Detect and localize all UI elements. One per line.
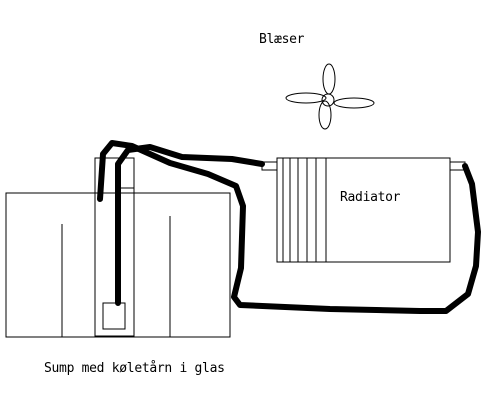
radiator-body <box>276 157 451 263</box>
return-hose <box>97 140 481 314</box>
fan-label: Blæser <box>259 32 305 47</box>
hoses <box>97 140 481 314</box>
radiator-icon <box>261 157 466 263</box>
fan-hub <box>321 93 335 107</box>
fan-blade-bottom <box>318 100 332 130</box>
fan-blade-left <box>285 92 327 104</box>
tower-outline <box>94 157 135 337</box>
fan-icon <box>285 63 375 130</box>
fan-blade-right <box>333 97 375 109</box>
radiator-label: Radiator <box>340 190 401 205</box>
fan-blade-top <box>322 63 336 95</box>
pump-riser-hose <box>115 144 265 306</box>
sump-label: Sump med køletårn i glas <box>44 361 225 376</box>
pump-icon <box>102 302 126 330</box>
